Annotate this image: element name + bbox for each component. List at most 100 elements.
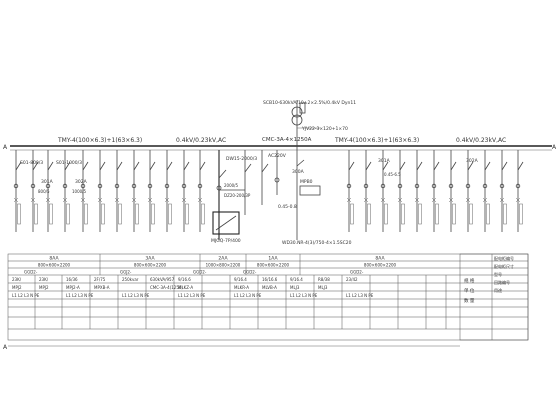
cabinet-number: 1AA [268,256,278,262]
feeder-label-box [66,203,70,225]
feeder-branch [181,150,190,232]
feeder-branch [114,150,123,232]
phase-cell: L1 L2 L3 N PE [234,293,262,298]
cabinet-number: 3AA [145,256,155,262]
feeder-ct [380,183,386,189]
left-group-labels: S01-800/3 S01-1000/3 301A 302A 800/5 100… [20,160,88,194]
title-block-value: 单 位 [464,287,475,294]
cabinet-size: 800×600×2200 [38,263,71,268]
feeder-tick [147,197,153,203]
capacitor-bank-label: MJGQ-7P/400 [211,238,241,244]
model-cell: MPJ2-A [66,285,80,290]
capacity-cell: 16/36 [66,277,78,282]
feeder-switch-blade [199,161,206,171]
feeder-switch-blade [517,161,524,171]
center-breaker-small-label: DZ20-200/3P [224,193,251,198]
feeder-switch-blade [416,161,423,171]
phase-cell: L1 L2 L3 N PE [66,293,94,298]
feeder-branch [30,150,39,232]
feeder-ct [131,183,137,189]
feeder-branch [431,150,440,232]
feeder-tick [131,197,137,203]
incoming-cable-label: YJV22-3×120+1×70 [301,126,348,132]
feeder-tick [114,197,120,203]
feeder-branch [414,150,423,232]
capacity-cell: 23K/ [12,277,22,282]
feeder-switch-blade [32,161,39,171]
capacity-cell: 23/42 [346,277,358,282]
feeder-switch-blade [467,161,474,171]
phase-cell: L1 L2 L3 N PE [346,293,374,298]
feeder-tick [499,197,505,203]
center-group: DW15-2000/3 2000/5 DZ20-200/3P MJGQ-7P/4… [211,150,321,244]
feeder-ct [448,183,454,189]
feeder-ct [431,183,437,189]
feeder-switch-blade [166,161,173,171]
bus-left-spec: TMY-4(100×6.3)+1(63×6.3) [57,137,142,144]
feeder-ct [181,183,187,189]
left-breaker-a-label: S01-800/3 [20,160,43,166]
model-cell: MPXB-A [94,285,110,290]
feeder-branch [346,150,355,232]
feeder-branch [448,150,457,232]
title-block-label: 用途 [494,287,502,293]
feeder-label-box [367,203,371,225]
center-ct-label: 2000/5 [224,183,239,188]
capacity-cell: 9/16.6 [178,277,191,282]
cabinet-type: GGJ2- [120,270,132,275]
feeder-tick [346,197,352,203]
bus-right-end-mark: A [552,144,557,151]
model-cell: MLKR-A [234,285,249,290]
feeder-branches [13,150,524,232]
table-columns [34,254,447,329]
cabinet-number: 2AA [218,256,228,262]
feeder-label-box [452,203,456,225]
feeder-tick [197,197,203,203]
feeder-ct [499,183,505,189]
feeder-label-box [201,203,205,225]
title-block-value: 数 量 [464,297,475,304]
feeder-ct [197,183,203,189]
feeder-switch-blade [450,161,457,171]
feeder-label-box [435,203,439,225]
feeder-branch [397,150,406,232]
feeder-tick [380,197,386,203]
cabinet-size: 1000×800×2200 [206,263,241,268]
feeder-branch [62,150,71,232]
feeder-label-box [185,203,189,225]
feeder-tick [448,197,454,203]
transformer-winding-top [291,106,303,118]
feeder-branch [80,150,89,232]
bus-left-end-mark: A [3,144,8,151]
feeder-tick [465,197,471,203]
feeder-branch [380,150,389,232]
feeder-switch-blade [99,161,106,171]
feeder-label-box [151,203,155,225]
feeder-label-box [469,203,473,225]
feeder-ct [13,183,19,189]
feeder-tick [45,197,51,203]
feeder-branch [147,150,156,232]
phase-cell: L1 L2 L3 N PE [122,293,150,298]
left-ct-a-label: 800/5 [38,189,50,194]
feeder-ct [482,183,488,189]
bottom-note: WD30.NR-4(3)/750-4×1.5SC20 [282,240,352,246]
feeder-switch-blade [399,161,406,171]
feeder-ct [80,183,86,189]
feeder-label-box [135,203,139,225]
phase-cell: L1 L2 L3 N PE [12,293,40,298]
feeder-tick [164,197,170,203]
model-cell: MLVB-A [262,285,277,290]
feeder-label-box [384,203,388,225]
right-ct-label: 0.45-6.5 [384,172,401,177]
phase-cell: L1 L2 L3 N PE [290,293,318,298]
title-block-label: 回路编号 [494,279,510,285]
transformer-label: SCB10-630kVA/10±2×2.5%/0.4kV Dyn11 [263,100,356,106]
title-block [459,253,529,341]
capacity-cell: 23K/ [39,277,49,282]
feeder-switch-blade [116,161,123,171]
capacity-cell: 9/16.4 [234,277,247,282]
feeder-branch [499,150,508,232]
